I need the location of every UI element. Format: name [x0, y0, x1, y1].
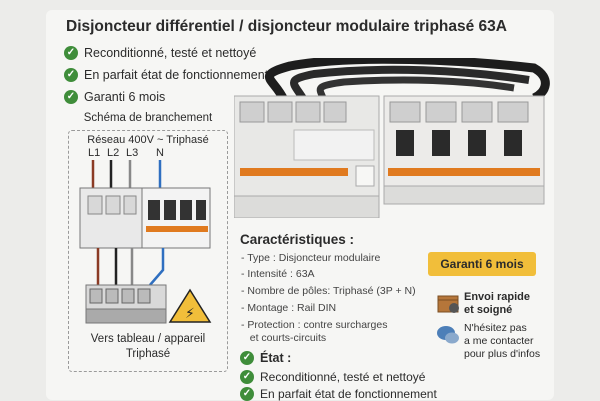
spec-item: et courts-circuits [241, 332, 327, 344]
product-image [234, 58, 550, 218]
check-icon: ✓ [240, 370, 254, 384]
diagram-footer-line2: Triphasé [125, 348, 171, 360]
etat-label: Reconditionné, testé et nettoyé [260, 370, 426, 384]
package-icon [437, 295, 459, 313]
spec-item: - Nombre de pôles: Triphasé (3P + N) [241, 285, 416, 297]
spec-item: - Intensité : 63A [241, 268, 315, 280]
diagram-title: Schéma de branchement [68, 112, 228, 124]
check-icon: ✓ [64, 68, 78, 82]
wiring-diagram: ⚡ [79, 160, 212, 324]
specs-title: Caractéristiques : [240, 232, 355, 247]
phase-label: N [156, 147, 164, 159]
check-icon: ✓ [64, 90, 78, 104]
diagram-footer-line1: Vers tableau / appareil [90, 333, 206, 345]
contact-info: N'hésitez pas a me contacter pour plus d… [464, 322, 540, 361]
spec-item: - Type : Disjoncteur modulaire [241, 252, 381, 264]
diagram-footer: Vers tableau / appareil Triphasé [68, 332, 228, 362]
etat-section: ✓ État : [240, 351, 291, 365]
wiring-diagram-frame [68, 130, 228, 372]
feature-item: ✓ Garanti 6 mois [64, 90, 165, 104]
shipping-line1: Envoi rapide [464, 291, 531, 303]
contact-line3: pour plus d'infos [464, 348, 541, 360]
shipping-line2: et soigné [464, 304, 513, 316]
spec-item: - Protection : contre surcharges [241, 319, 388, 331]
feature-label: Garanti 6 mois [84, 90, 166, 104]
etat-item: ✓ En parfait état de fonctionnement [240, 387, 437, 401]
contact-line2: a me contacter [464, 335, 534, 347]
phase-label: L2 [107, 147, 120, 159]
spec-item: - Montage : Rail DIN [241, 302, 337, 314]
feature-label: Reconditionné, testé et nettoyé [84, 46, 257, 60]
feature-item: ✓ Reconditionné, testé et nettoyé [64, 46, 256, 60]
shipping-info: Envoi rapide et soigné [464, 291, 530, 317]
check-icon: ✓ [240, 387, 254, 401]
feature-item: ✓ En parfait état de fonctionnement [64, 68, 268, 82]
warranty-badge: Garanti 6 mois [428, 252, 536, 276]
etat-label: En parfait état de fonctionnement [260, 387, 437, 401]
diagram-subtitle: Réseau 400V ~ Triphasé [87, 134, 209, 146]
svg-text:⚡: ⚡ [185, 306, 195, 322]
chat-icon [437, 326, 459, 344]
contact-line1: N'hésitez pas [464, 322, 527, 334]
etat-item: ✓ Reconditionné, testé et nettoyé [240, 370, 425, 384]
check-icon: ✓ [64, 46, 78, 60]
check-icon: ✓ [240, 351, 254, 365]
page-title: Disjoncteur différentiel / disjoncteur m… [66, 18, 507, 35]
phase-label: L1 [88, 147, 101, 159]
phase-label: L3 [126, 147, 139, 159]
feature-label: En parfait état de fonctionnement [84, 68, 269, 82]
etat-title: État : [260, 351, 292, 365]
